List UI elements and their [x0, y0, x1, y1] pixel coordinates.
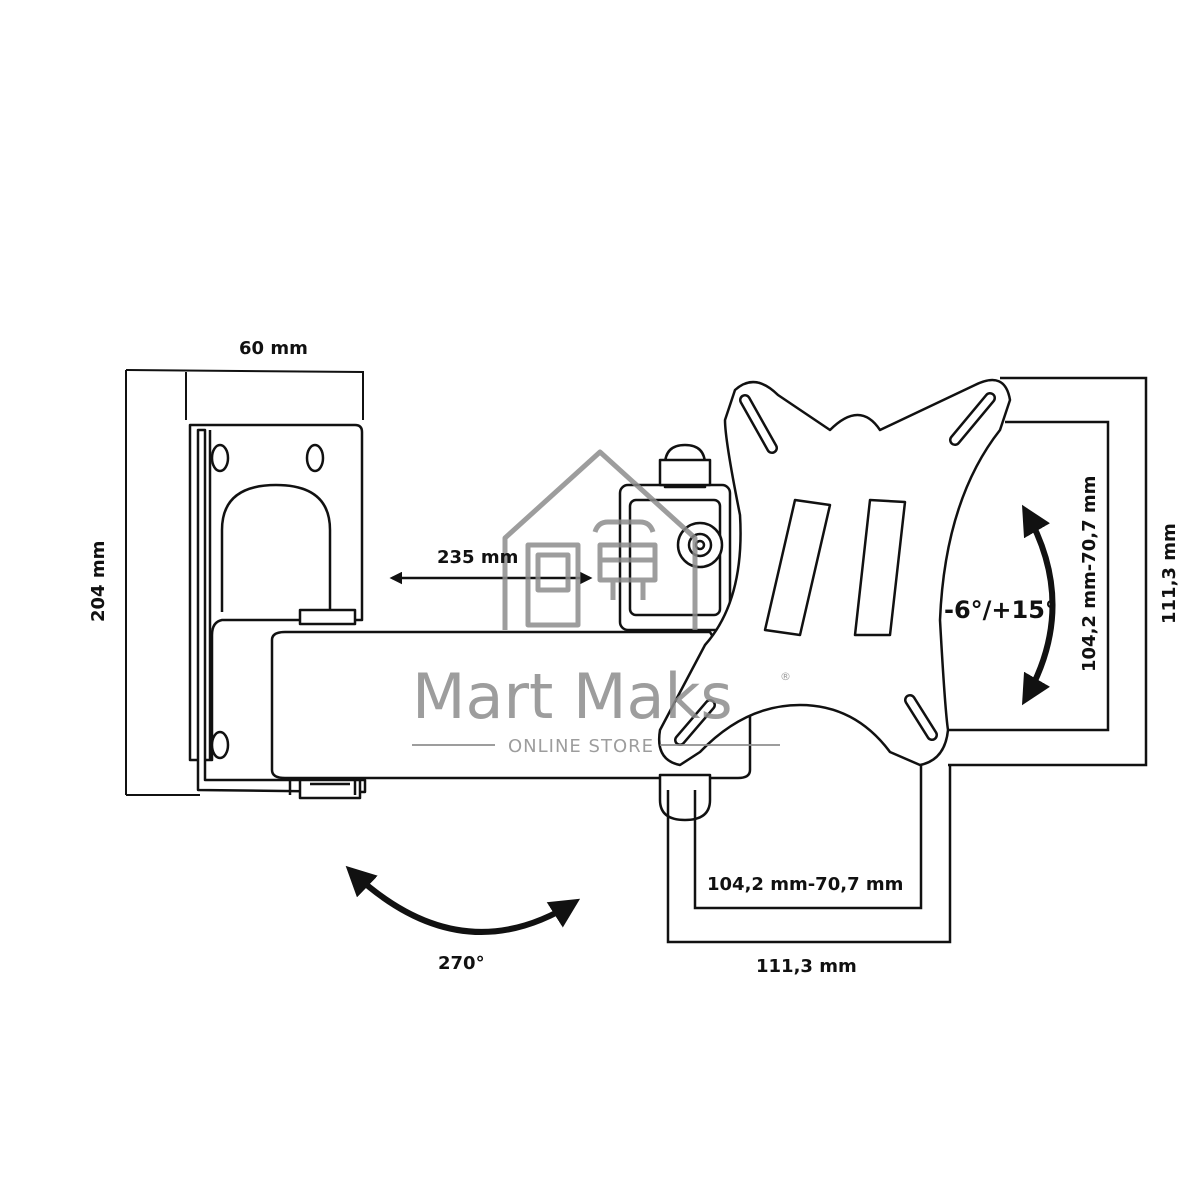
- watermark-registered: ®: [780, 670, 791, 683]
- watermark-subtitle: ONLINE STORE: [508, 736, 654, 757]
- watermark: Mart Maks ® ONLINE STORE: [412, 449, 791, 757]
- top-width-label: 60 mm: [239, 338, 308, 359]
- vesa-inner-horizontal-label: 104,2 mm-70,7 mm: [707, 874, 903, 895]
- swivel-arrow: [345, 865, 581, 935]
- swivel-angle-label: 270°: [438, 953, 485, 974]
- height-label: 204 mm: [88, 541, 109, 622]
- watermark-brand: Mart Maks: [412, 660, 733, 733]
- tilt-arrow: [1021, 504, 1056, 706]
- wall-plate-dimension-lines: [125, 369, 364, 796]
- tilt-range-label: -6°/+15°: [944, 596, 1057, 624]
- vesa-dimension-lines: [666, 376, 1148, 944]
- wall-plate: [188, 423, 367, 800]
- arm-length-label: 235 mm: [437, 547, 518, 568]
- swing-arm: [270, 630, 752, 795]
- house-logo-icon: [502, 449, 698, 630]
- vesa-outer-horizontal-label: 111,3 mm: [756, 956, 857, 977]
- vesa-inner-vertical-label: 104,2 mm-70,7 mm: [1079, 476, 1100, 672]
- vesa-plate: [657, 378, 1012, 767]
- vesa-outer-vertical-label: 111,3 mm: [1159, 523, 1180, 624]
